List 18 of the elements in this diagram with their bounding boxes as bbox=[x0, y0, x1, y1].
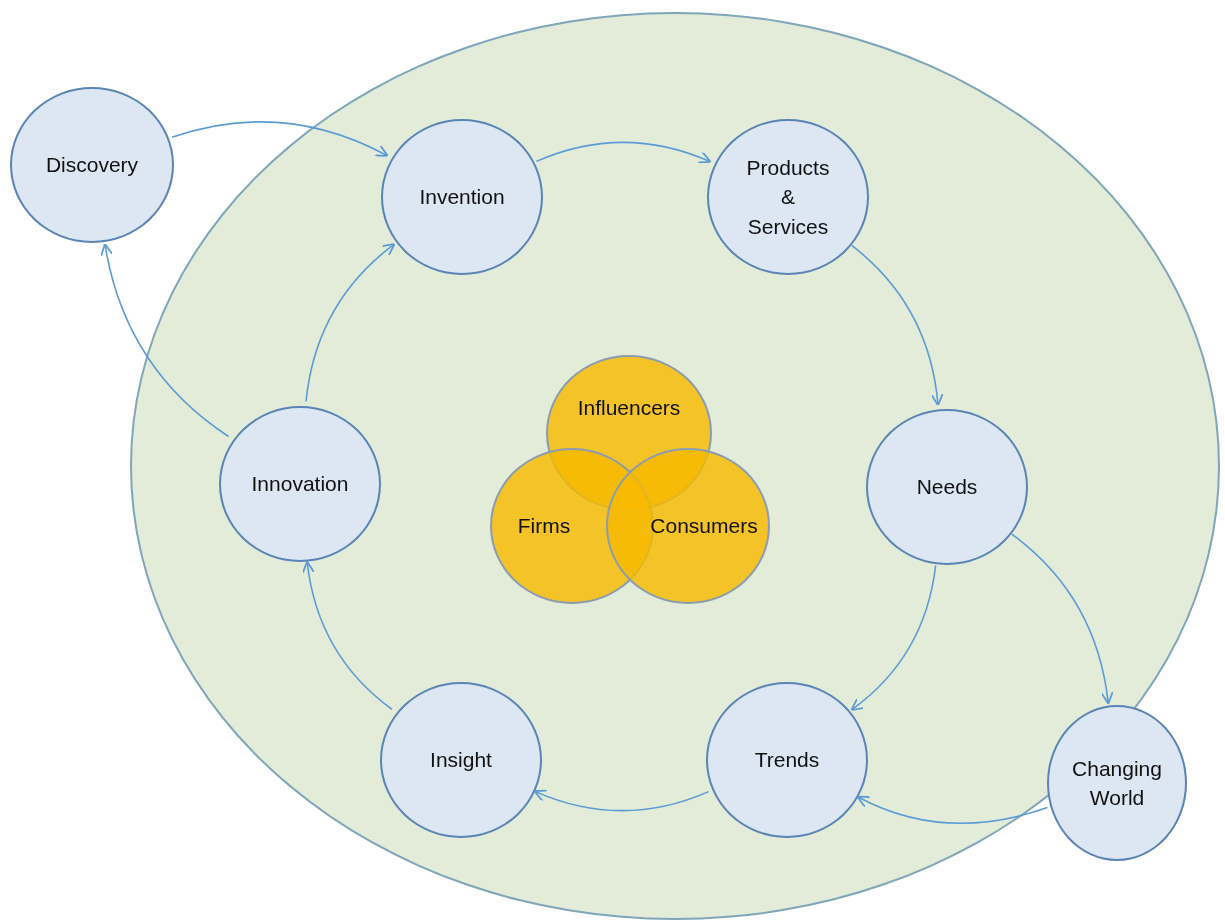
arrow bbox=[302, 560, 393, 711]
step-circle: Trends bbox=[706, 682, 868, 838]
stakeholder-circle: Consumers bbox=[606, 448, 770, 604]
arrow bbox=[850, 564, 937, 711]
step-circle: Invention bbox=[381, 119, 543, 275]
arrow bbox=[100, 243, 230, 438]
arrow bbox=[171, 121, 389, 157]
arrow bbox=[305, 243, 396, 403]
arrow bbox=[856, 795, 1049, 825]
step-circle: Innovation bbox=[219, 406, 381, 562]
arrow bbox=[535, 141, 712, 164]
arrow bbox=[1011, 533, 1114, 705]
step-circle: Needs bbox=[866, 409, 1028, 565]
step-circle: Discovery bbox=[10, 87, 174, 243]
arrow bbox=[850, 244, 944, 407]
step-circle: Insight bbox=[380, 682, 542, 838]
arrow bbox=[533, 789, 710, 812]
step-circle: Products & Services bbox=[707, 119, 869, 275]
